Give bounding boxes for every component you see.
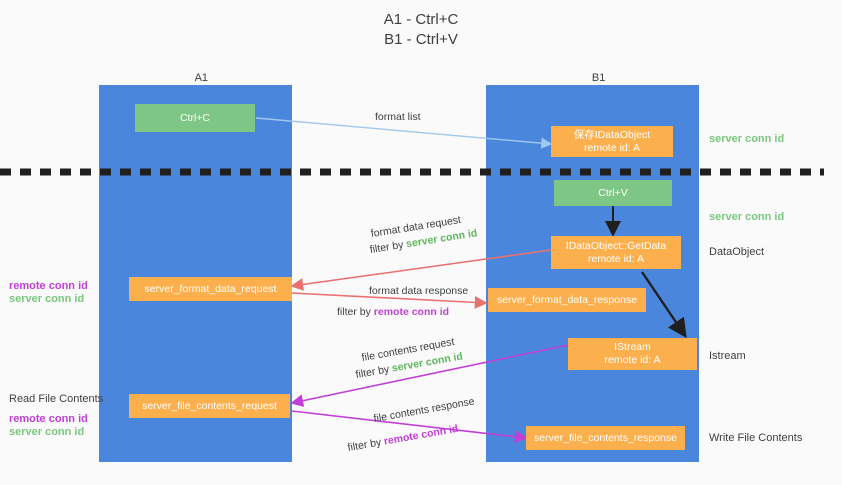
right-label-server-conn-id-mid-text: server conn id bbox=[709, 211, 785, 223]
right-label-server-conn-id-top-text: server conn id bbox=[709, 133, 785, 145]
box-save-idataobject-line2: remote id: A bbox=[583, 141, 641, 154]
box-server-file-contents-request-label: server_file_contents_request bbox=[142, 399, 277, 412]
right-label-write-file-contents-text: Write File Contents bbox=[709, 432, 803, 444]
box-getdata-line1: IDataObject::GetData bbox=[565, 239, 667, 252]
title-line-1: A1 - Ctrl+C bbox=[383, 11, 459, 28]
filter-prefix: filter by bbox=[368, 238, 408, 257]
edge-label-format-data-response: format data response bbox=[369, 284, 468, 298]
left-label-remote-conn-id-1-text: remote conn id bbox=[9, 280, 88, 292]
box-server-format-data-response-label: server_format_data_response bbox=[496, 293, 638, 306]
filter-prefix: filter by bbox=[354, 362, 394, 382]
page-title: A1 - Ctrl+C B1 - Ctrl+V bbox=[0, 10, 842, 50]
box-server-file-contents-request[interactable]: server_file_contents_request bbox=[129, 394, 290, 418]
edge-label-format-data-response-text: format data response bbox=[369, 285, 469, 297]
edge-label-file-contents-response: file contents response bbox=[373, 394, 476, 426]
left-label-server-conn-id-2-text: server conn id bbox=[9, 426, 85, 438]
left-label-server-conn-id-2: server conn id bbox=[9, 425, 84, 439]
box-ctrl-v[interactable]: Ctrl+V bbox=[554, 180, 672, 206]
filter-value-remote-conn-id: remote conn id bbox=[382, 422, 460, 448]
right-label-dataobject: DataObject bbox=[709, 245, 764, 259]
box-istream-line1: IStream bbox=[614, 341, 651, 353]
left-label-server-conn-id-1-text: server conn id bbox=[9, 293, 85, 305]
box-getdata-line2: remote id: A bbox=[587, 252, 645, 265]
filter-prefix: filter by bbox=[337, 306, 374, 318]
right-label-istream: Istream bbox=[709, 349, 746, 363]
right-label-server-conn-id-mid: server conn id bbox=[709, 210, 784, 224]
box-idataobject-getdata[interactable]: IDataObject::GetData remote id: A bbox=[551, 236, 681, 269]
box-ctrl-c-label: Ctrl+C bbox=[179, 111, 211, 124]
filter-prefix: filter by bbox=[346, 435, 386, 455]
box-server-format-data-request[interactable]: server_format_data_request bbox=[129, 277, 292, 301]
title-line-2: B1 - Ctrl+V bbox=[384, 31, 458, 48]
box-server-format-data-response[interactable]: server_format_data_response bbox=[488, 288, 646, 312]
column-b1-name: B1 bbox=[591, 72, 606, 84]
edge-label-format-list-text: format list bbox=[375, 111, 421, 123]
right-label-dataobject-text: DataObject bbox=[709, 246, 765, 258]
filter-value-remote-conn-id: remote conn id bbox=[373, 306, 450, 318]
box-ctrl-c[interactable]: Ctrl+C bbox=[135, 104, 255, 132]
box-server-file-contents-response[interactable]: server_file_contents_response bbox=[526, 426, 685, 450]
edge-label-format-list: format list bbox=[375, 110, 421, 124]
box-save-idataobject-line1: 保存IDataObject bbox=[573, 128, 651, 141]
edge-label-file-contents-response-filter: filter by remote conn id bbox=[347, 422, 460, 455]
box-server-format-data-request-label: server_format_data_request bbox=[144, 282, 277, 295]
left-label-remote-conn-id-1: remote conn id bbox=[9, 279, 88, 293]
box-server-file-contents-response-label: server_file_contents_response bbox=[533, 431, 677, 444]
left-label-remote-conn-id-2: remote conn id bbox=[9, 412, 88, 426]
box-istream[interactable]: IStream remote id: A bbox=[568, 338, 697, 370]
left-label-read-file-contents-text: Read File Contents bbox=[9, 393, 104, 405]
right-label-server-conn-id-top: server conn id bbox=[709, 132, 784, 146]
left-label-remote-conn-id-2-text: remote conn id bbox=[9, 413, 88, 425]
edge-label-file-contents-response-text: file contents response bbox=[372, 395, 476, 426]
right-label-istream-text: Istream bbox=[709, 350, 746, 362]
edge-label-format-data-response-filter: filter by remote conn id bbox=[337, 305, 449, 319]
right-label-write-file-contents: Write File Contents bbox=[709, 431, 802, 445]
column-a1-name: A1 bbox=[194, 72, 209, 84]
box-ctrl-v-label: Ctrl+V bbox=[598, 186, 628, 199]
left-label-read-file-contents: Read File Contents bbox=[9, 392, 103, 406]
left-label-server-conn-id-1: server conn id bbox=[9, 292, 84, 306]
box-istream-line2: remote id: A bbox=[604, 354, 661, 366]
box-save-idataobject[interactable]: 保存IDataObject remote id: A bbox=[551, 126, 673, 157]
